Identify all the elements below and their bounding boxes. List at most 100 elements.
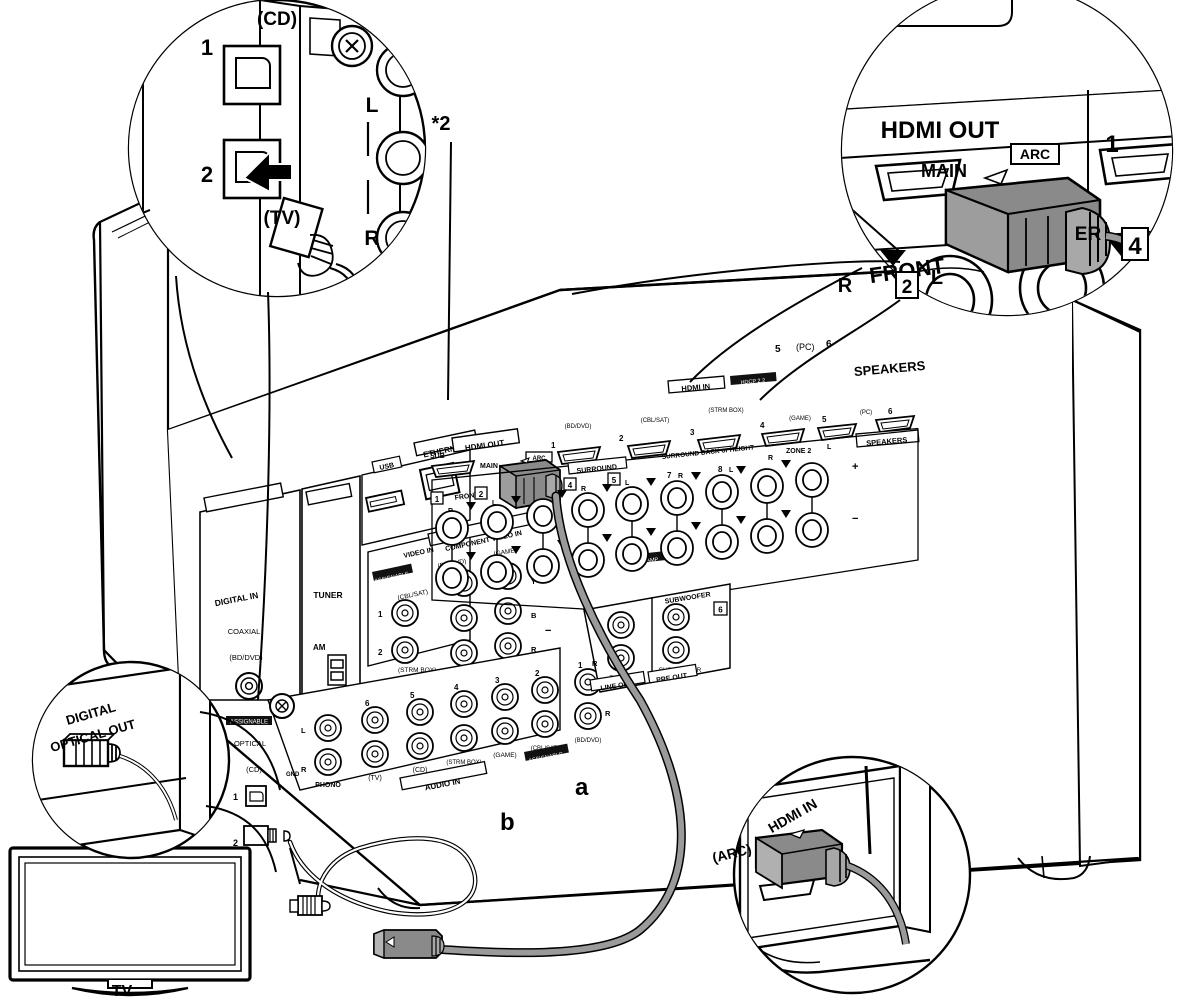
sb-r-label: R xyxy=(678,473,683,480)
coaxial-source-label: (BD/DVD) xyxy=(229,653,263,662)
audio-right-label: R xyxy=(301,765,307,774)
callout-hdmi4-label: 4 xyxy=(1128,233,1142,260)
audio-in-4-num: 4 xyxy=(454,683,459,692)
am-terminal[interactable] xyxy=(327,654,347,686)
hdcp-badge xyxy=(729,371,777,385)
cable-label-a: a xyxy=(575,774,589,801)
callout-hdmi4-box xyxy=(1121,227,1149,261)
cable-label-b: b xyxy=(500,809,515,836)
hdmi-in-4-num: 4 xyxy=(760,421,765,430)
zone2-speaker-label: ZONE 2 xyxy=(786,448,811,455)
video-in-2-num: 2 xyxy=(378,648,383,657)
audio-in-1-src: (BD/DVD) xyxy=(575,738,602,744)
optical-source-label: (CD) xyxy=(246,765,262,774)
callout-tv-optical-plug xyxy=(61,733,178,821)
video-in-2-src: (STRM BOX) xyxy=(398,667,436,674)
callout-tv-label: (TV) xyxy=(264,208,301,229)
insert-arrow-icon xyxy=(242,149,293,194)
video-in-jack-2[interactable] xyxy=(391,636,419,664)
speakers-label: SPEAKERS xyxy=(866,435,908,448)
am-label: AM xyxy=(313,643,326,652)
hdmi-out-sub-port[interactable] xyxy=(430,459,476,478)
video-in-1-num: 1 xyxy=(378,610,383,619)
audio-in-r-right: R xyxy=(605,709,611,718)
cv-minus-label: − xyxy=(545,625,551,637)
audio-in-6-num: 6 xyxy=(365,699,370,708)
cv-src2: (GAME) xyxy=(493,547,517,558)
callout-front-2-label: 2 xyxy=(902,277,913,298)
sur-l-num-box xyxy=(607,472,621,486)
callout-front-r-triangle xyxy=(880,250,906,266)
callout-hdmi-sub-port[interactable] xyxy=(874,158,962,202)
callout-arc-box xyxy=(1010,143,1060,165)
front-label: FRONT xyxy=(454,492,480,502)
video-in-jack-1[interactable] xyxy=(391,599,419,627)
front-l-num-box xyxy=(474,486,488,500)
gnd-terminal[interactable] xyxy=(269,693,295,719)
callout-optical-in: (CD) 1 2 (TV) L R xyxy=(127,0,429,298)
tuner-label: TUNER xyxy=(313,590,342,600)
audio-in-1-num: 1 xyxy=(578,661,583,670)
hdmi-plug-free-end xyxy=(373,928,445,960)
biamp-label: BI-AMP xyxy=(639,557,659,565)
assignable-label-1: ASSIGNABLE xyxy=(230,720,268,726)
cv-y-label: Y xyxy=(531,577,536,586)
audio-in-jacks[interactable] xyxy=(314,668,602,776)
callout-arc-label: ARC xyxy=(1020,146,1050,162)
speaker-frame xyxy=(431,429,919,611)
usb-port[interactable] xyxy=(364,489,406,513)
front-l-num: 2 xyxy=(479,490,484,499)
callout-tv-optical-out: DIGITAL OPTICAL OUT xyxy=(31,660,231,860)
leader-tr-2 xyxy=(759,299,901,401)
callout-optical-jack-1[interactable] xyxy=(222,44,282,106)
callout-speakers-label: SPEAKERS xyxy=(853,358,926,379)
sb-r-num: 7 xyxy=(667,471,672,480)
hdcp-label: HDCP 2.2 xyxy=(740,378,765,386)
front-r-num: 1 xyxy=(435,495,440,504)
callout-front-l-label: L xyxy=(931,267,943,289)
hdmi-in-1-src: (BD/DVD) xyxy=(565,424,592,430)
audio-assignable-badge xyxy=(523,743,569,761)
sur-l-num: 5 xyxy=(612,476,617,485)
optical-2-label: 2 xyxy=(233,838,238,848)
sur-r-label: R xyxy=(581,486,586,493)
coaxial-jack[interactable] xyxy=(235,672,263,700)
sb-l-label: L xyxy=(729,467,734,474)
leader-tl-1 xyxy=(175,275,233,459)
optical-label: OPTICAL xyxy=(234,739,266,748)
footnote-leader-line xyxy=(447,141,452,401)
optical-plug-receiver xyxy=(243,825,291,846)
hdmi-in-5-num: 5 xyxy=(822,415,827,424)
optical-jack-1[interactable] xyxy=(245,785,267,807)
sur-r-num: 4 xyxy=(568,481,573,490)
callout-rca-jacks[interactable] xyxy=(375,42,429,266)
hdmi-in-3-src: (STRM BOX) xyxy=(708,408,743,414)
digital-in-section xyxy=(199,482,301,701)
hdmi-in-label: HDMI IN xyxy=(681,382,710,393)
television xyxy=(8,846,252,997)
speaker-plus: + xyxy=(852,461,858,473)
hdmi-in-2-num: 2 xyxy=(619,434,624,443)
leader-tr-1 xyxy=(689,267,863,383)
receiver-left-side xyxy=(98,188,182,718)
hdmi-cable-a xyxy=(415,491,686,958)
speaker-terminals[interactable] xyxy=(435,460,829,596)
hdmi-out-sub-label: SUB xyxy=(430,453,445,460)
speaker-minus: − xyxy=(852,513,858,525)
callout-tv-hdmi-plug xyxy=(754,765,910,945)
callout-hdmi1-label: 1 xyxy=(1105,131,1118,158)
hdmi-in-ports[interactable]: 1 (BD/DVD) 2 (CBL/SAT) 3 (STRM BOX) 4 5 … xyxy=(551,407,916,465)
audio-in-2-num: 2 xyxy=(535,669,540,678)
lineout-r-label: R xyxy=(592,659,598,668)
optical-1-label: 1 xyxy=(233,792,238,802)
callout-main-label: MAIN xyxy=(921,161,967,181)
hdmi-out-main-label: MAIN xyxy=(480,463,498,470)
callout-right-label: R xyxy=(364,227,379,250)
cv-r-label: R xyxy=(531,645,537,654)
callout-front-2-box xyxy=(895,271,919,299)
callout-hdmi-1-port[interactable] xyxy=(1098,142,1178,186)
callout-front-r-label: R xyxy=(838,275,853,297)
hdmi-in-3-num: 3 xyxy=(690,428,695,437)
